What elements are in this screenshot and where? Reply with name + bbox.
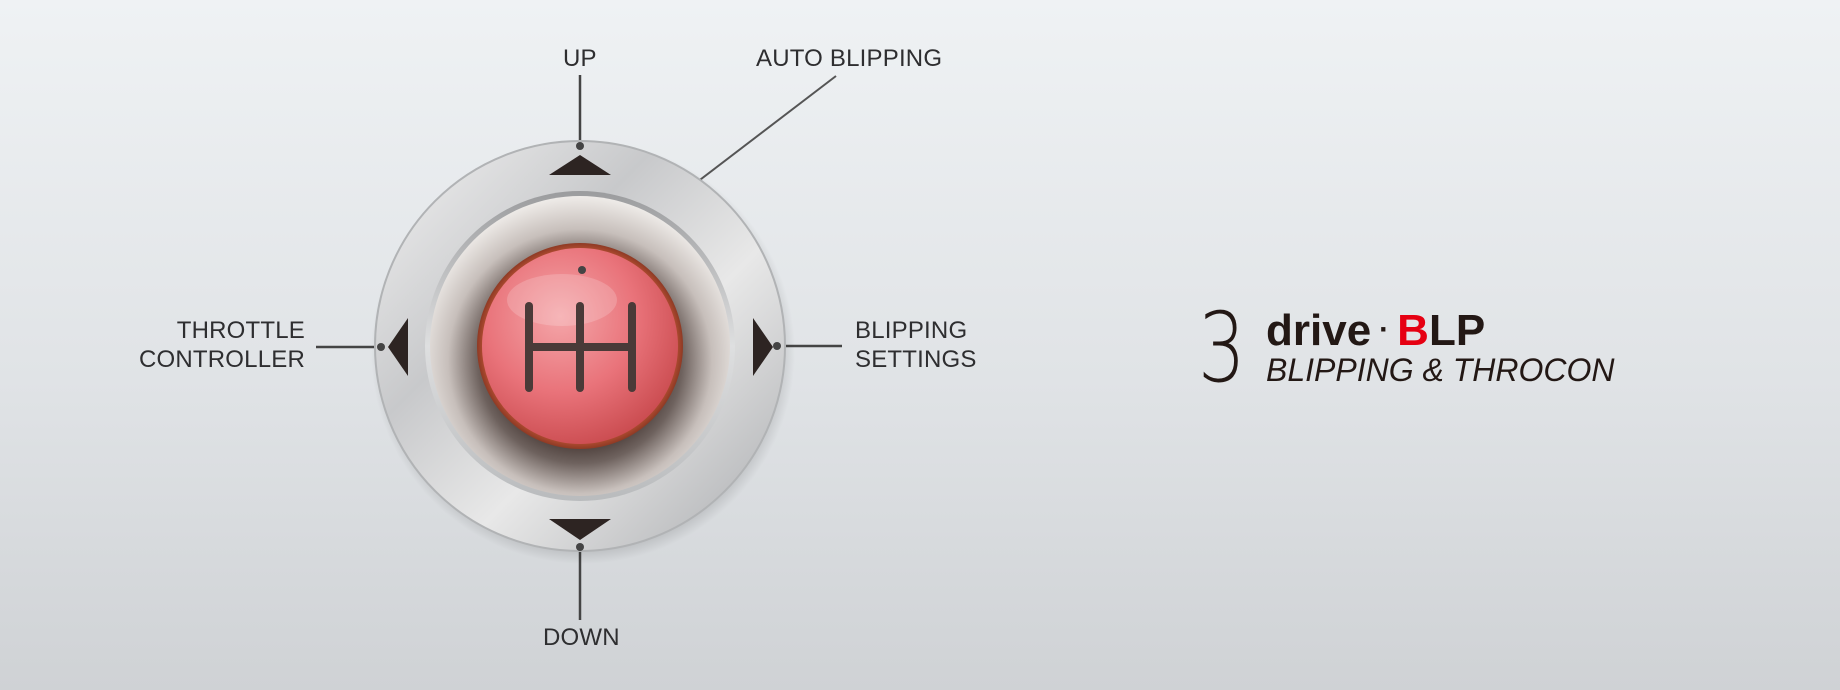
up-label: UP	[563, 45, 597, 72]
brand-number: 3	[1198, 292, 1246, 404]
down-label: DOWN	[543, 624, 620, 651]
left-arrow-icon[interactable]	[388, 318, 408, 376]
brand-word: drive	[1266, 306, 1372, 355]
brand-title: drive·BLP	[1266, 308, 1485, 359]
auto-blipping-label: AUTO BLIPPING	[756, 45, 943, 72]
down-arrow-icon[interactable]	[549, 519, 611, 540]
brand-rest: LP	[1428, 306, 1486, 355]
up-arrow-icon[interactable]	[549, 155, 611, 175]
brand-separator: ·	[1379, 313, 1390, 346]
brand-subtitle: BLIPPING & THROCON	[1266, 352, 1615, 388]
right-arrow-icon[interactable]	[753, 318, 773, 376]
throttle-controller-label: THROTTLE CONTROLLER	[138, 317, 305, 373]
blipping-settings-label: BLIPPING SETTINGS	[855, 317, 977, 373]
brand-accent-letter: B	[1397, 306, 1429, 355]
gear-shift-pattern-icon	[525, 302, 636, 392]
